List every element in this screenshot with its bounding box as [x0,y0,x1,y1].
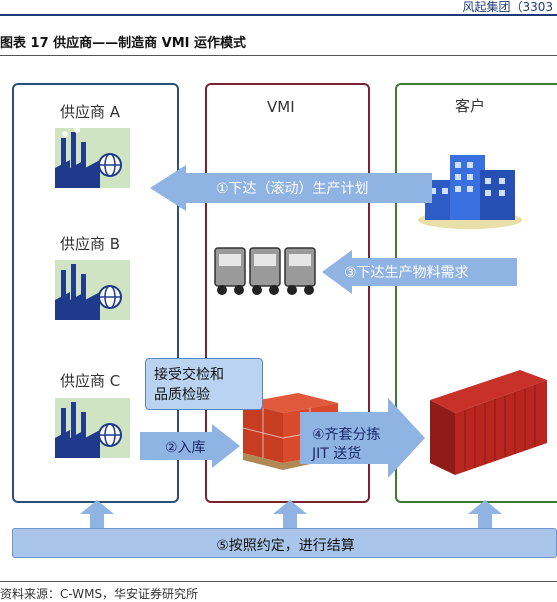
source-note: 资料来源：C-WMS，华安证券研究所 [0,587,199,601]
supplier-b-label: 供应商 B [60,235,121,253]
demand-arrow [322,250,517,294]
factory-icon [55,260,130,320]
trucks-icon [214,247,316,295]
demand-arrow-label: ③下达生产物料需求 [344,265,469,281]
delivery-arrow-label-1: ④齐套分拣 [312,427,381,443]
inspection-note: 接受交检和 品质检验 [145,358,263,410]
inspection-note-line-1: 接受交检和 [154,367,224,383]
header-partial-text: 风起集团（3303 [462,0,553,14]
settlement-label: ⑤按照约定，进行结算 [216,538,355,554]
building-icon [418,155,522,229]
delivery-arrow [300,398,425,478]
customer-label: 客户 [455,97,486,115]
inspection-note-line-2: 品质检验 [154,387,210,403]
factory-icon [55,398,130,458]
container-icon [430,370,547,475]
plan-arrow [150,165,432,211]
up-arrow-supplier [80,500,114,528]
footer-divider [0,581,557,582]
up-arrow-vmi [273,500,307,528]
inbound-arrow [140,424,240,468]
plan-arrow-label: ①下达（滚动）生产计划 [216,181,369,197]
settlement-bar: ⑤按照约定，进行结算 [12,528,557,558]
title-divider [0,55,557,56]
supplier-c-label: 供应商 C [60,372,121,390]
up-arrow-customer [468,500,502,528]
vmi-label: VMI [267,98,295,116]
header-rule [0,14,557,16]
supplier-a-label: 供应商 A [60,103,121,121]
delivery-arrow-label-2: JIT 送货 [312,446,362,462]
factory-icon [55,128,130,188]
figure-title: 图表 17 供应商——制造商 VMI 运作模式 [0,36,247,51]
inbound-arrow-label: ②入库 [165,440,206,456]
